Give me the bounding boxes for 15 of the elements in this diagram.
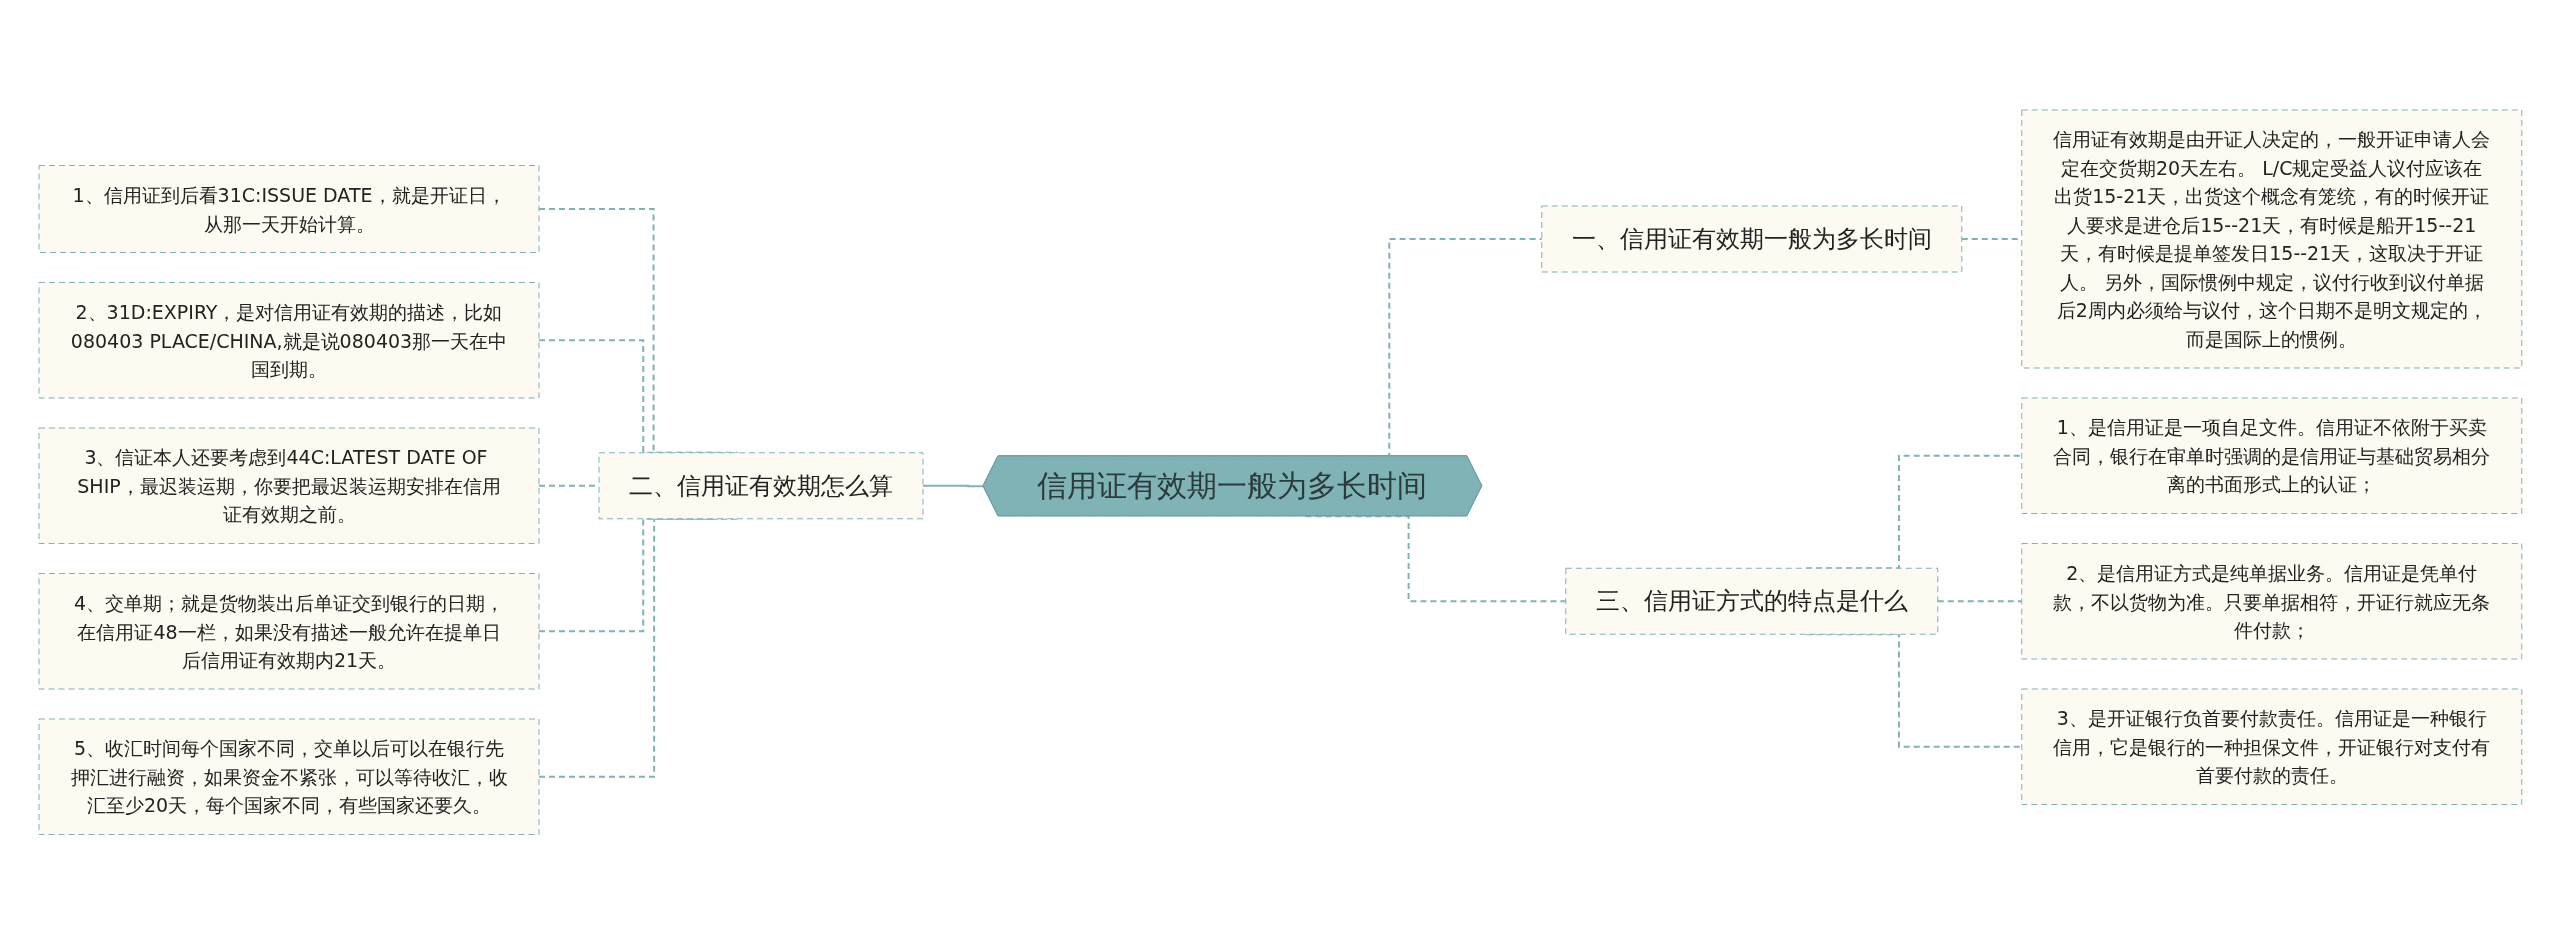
node-box: 1、信用证到后看31C:ISSUE DATE，就是开证日，从那一天开始计算。 [38,165,540,254]
connector [1936,600,2023,603]
node-box: 4、交单期；就是货物装出后单证交到银行的日期，在信用证48一栏，如果没有描述一般允许在提单日后信用证有效期内21天。 [38,573,540,690]
node-box: 5、收汇时间每个国家不同，交单以后可以在银行先押汇进行融资，如果资金不紧张，可以等待收汇，收汇至少20天，每个国家不同，有些国家还要久。 [38,718,540,836]
node-box: 3、信证本人还要考虑到44C:LATEST DATE OF SHIP，最迟装运期，你要把最迟装运期安排在信用证有效期之前。 [38,427,540,545]
node-box: 2、是信用证方式是纯单据业务。信用证是凭单付款，不以货物为准。只要单据相符，开证行就应无条件付款； [2020,543,2522,660]
connector [921,485,985,488]
node-box: 三、信用证方式的特点是什么 [1564,568,1938,635]
node-box: 1、是信用证是一项自足文件。信用证不依附于买卖合同，银行在审单时强调的是信用证与基础贸易相分离的书面形式上的认证； [2020,397,2522,515]
node-box: 信用证有效期是由开证人决定的，一般开证申请人会定在交货期20天左右。 L/C规定受益人议付应该在出货15-21天，出货这个概念有笼统，有的时候开证人要求是进仓后15--21天，有时候是船开15--21天，有时候是提单签发日15--21天，这取决于开证人。 另外，国际惯例中规定，议付行收到议付单据后2周内必须给与议付，这个日期不是明文规定的，而是国际上的惯例。 [2020,109,2522,369]
node-box: 二、信用证有效期怎么算 [598,452,924,520]
node-box: 2、31D:EXPIRY，是对信用证有效期的描述，比如080403 PLACE/CHINA,就是说080403那一天在中国到期。 [38,282,540,399]
node-box: 一、信用证有效期一般为多长时间 [1540,205,1962,273]
node-box: 3、是开证银行负首要付款责任。信用证是一种银行信用，它是银行的一种担保文件，开证银行对支付有首要付款的责任。 [2020,688,2522,806]
connector [537,208,739,454]
